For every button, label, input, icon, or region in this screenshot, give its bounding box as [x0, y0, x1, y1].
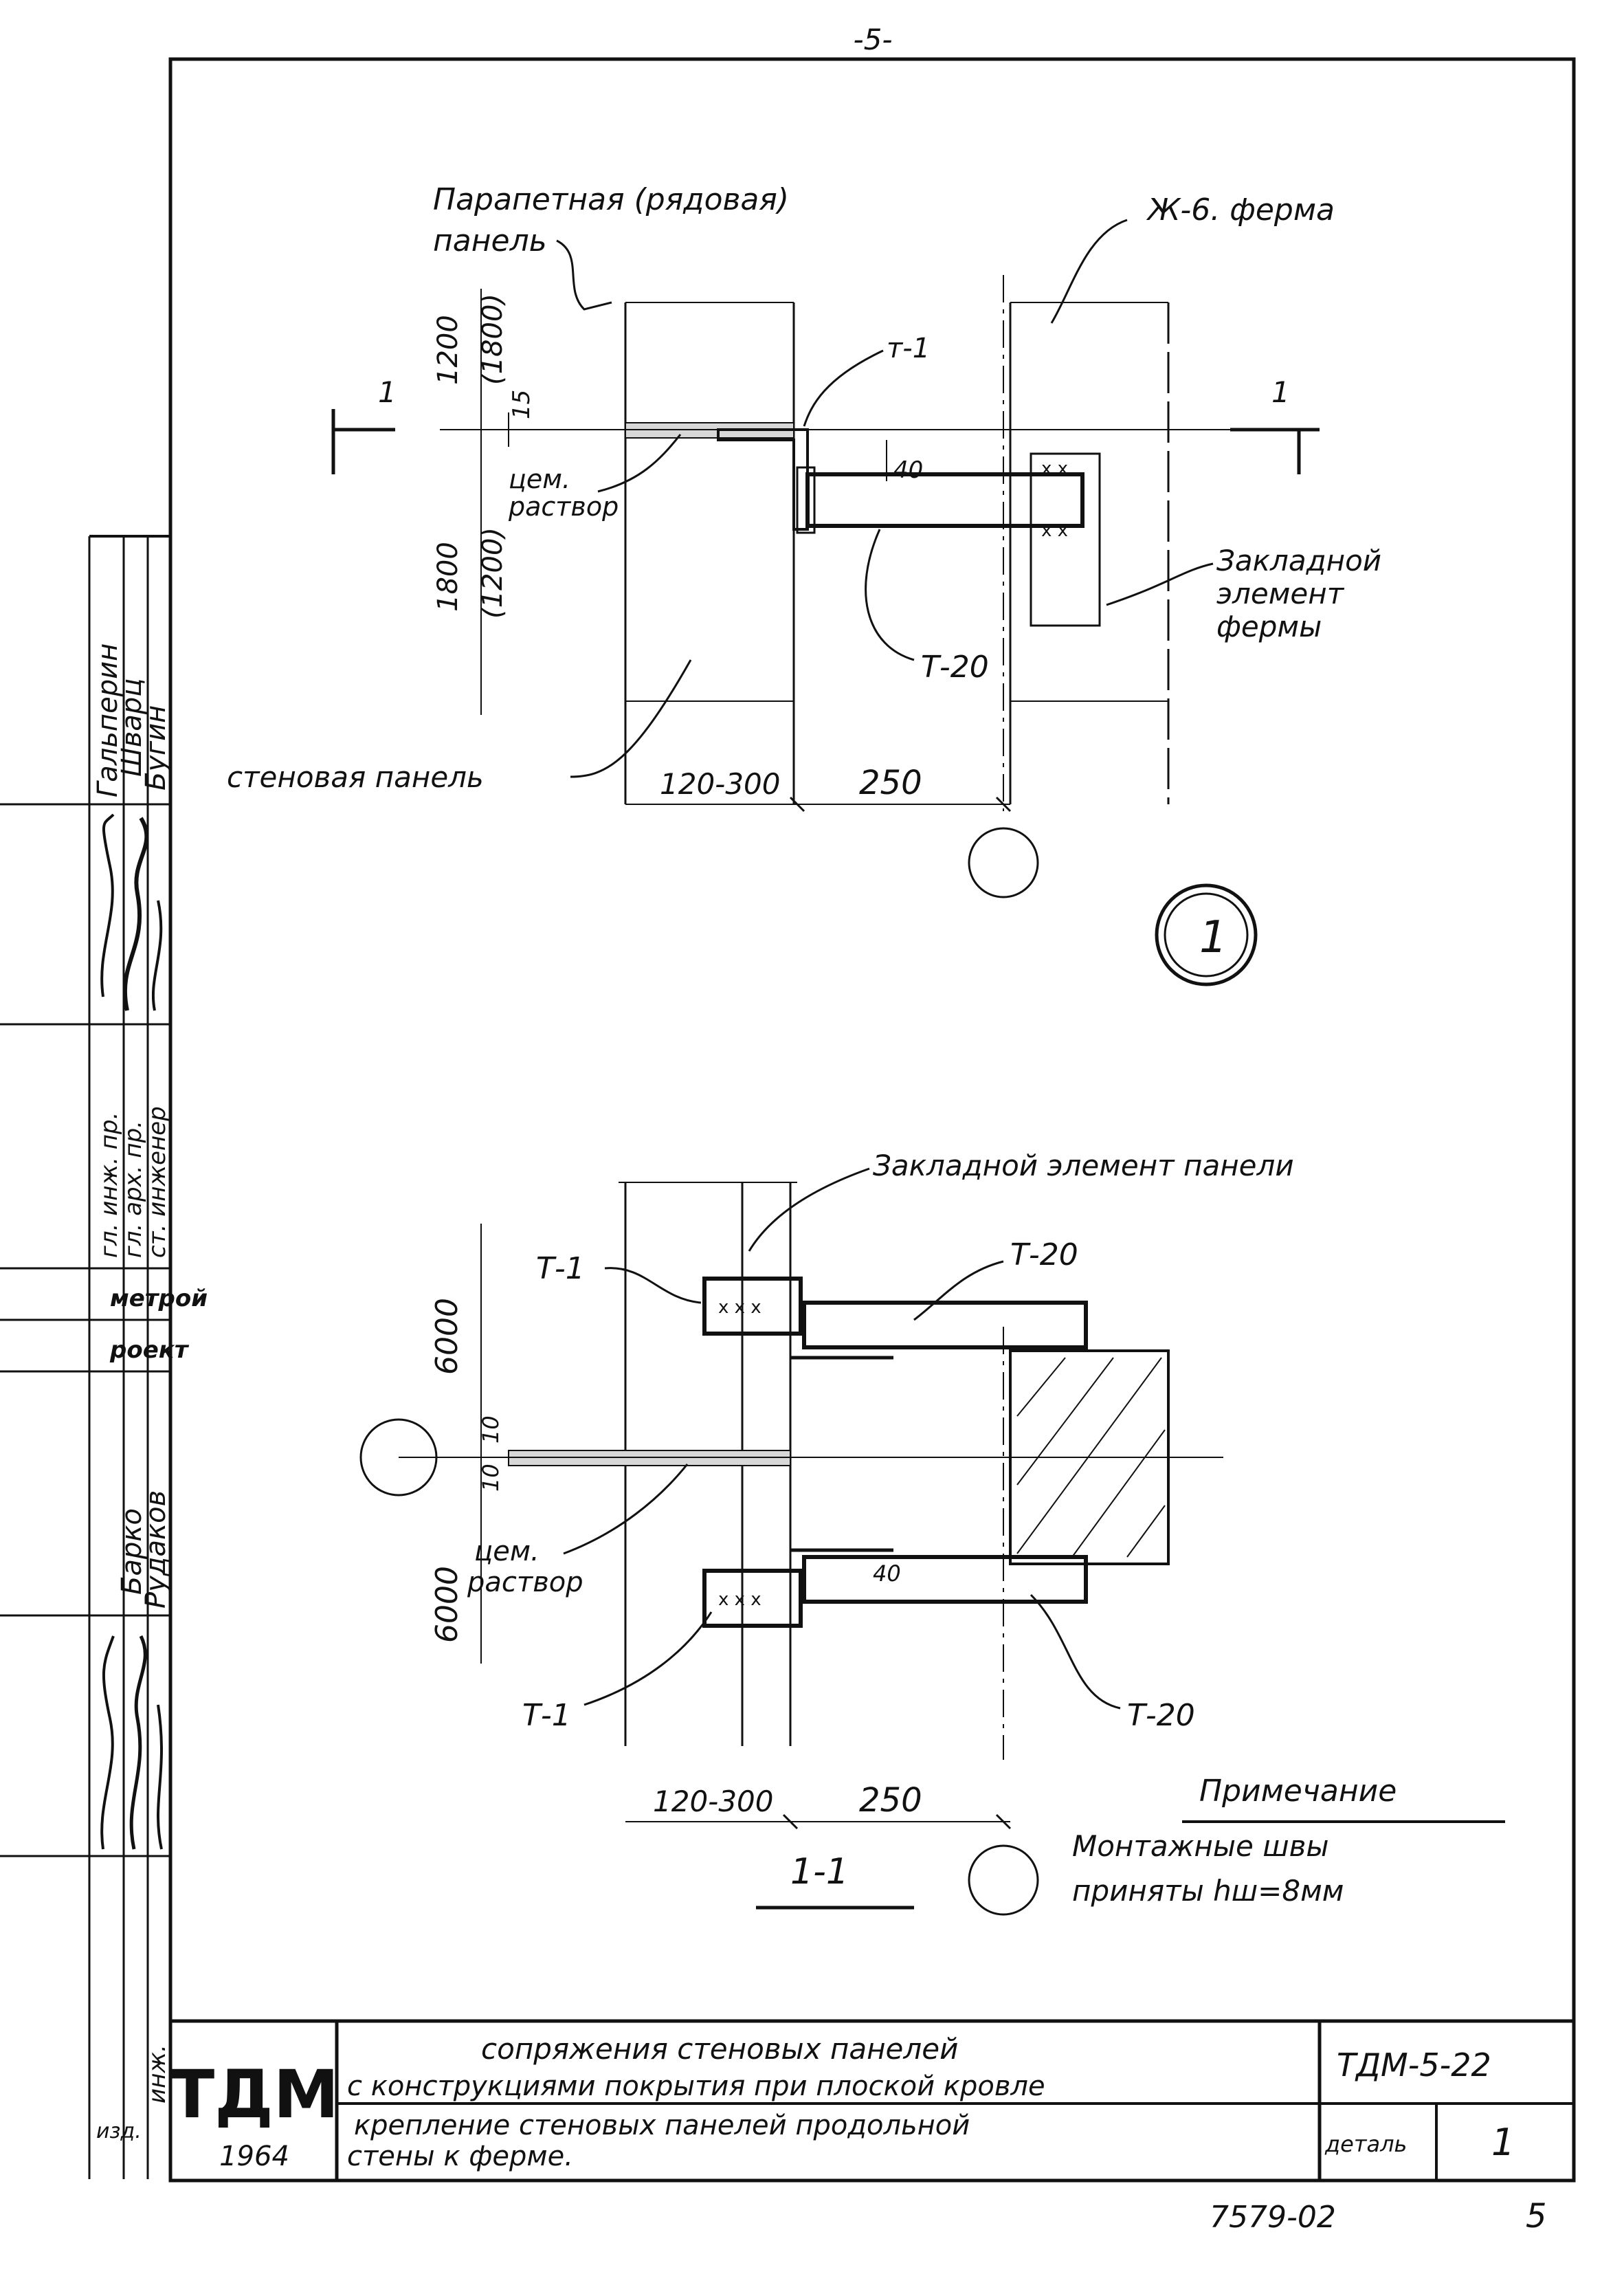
note-line-1: Монтажные швы: [1072, 1829, 1329, 1863]
section-dim-10-top: 10: [478, 1415, 504, 1444]
plan-dim-15: 15: [508, 390, 535, 419]
label-parapet-panel-2: панель: [433, 223, 547, 258]
svg-text:x x x: x x x: [718, 1297, 761, 1318]
note-line-2: приняты hш=8мм: [1072, 1874, 1344, 1908]
plan-axis-marker: [968, 827, 1039, 898]
stamp-name-4: Барко: [116, 1508, 148, 1595]
plan-dim-250: 250: [859, 764, 922, 802]
sheet-frame: [168, 57, 1576, 2183]
plan-dim-1800-alt: (1800): [477, 294, 509, 385]
label-t1: т-1: [887, 333, 930, 364]
label-truss: Ж-6. ферма: [1146, 192, 1335, 228]
label-t1-top: Т-1: [536, 1251, 585, 1286]
page-number-top: -5-: [853, 23, 892, 56]
label-wall-panel: стеновая панель: [227, 760, 484, 794]
label-embedded-truss-3: фермы: [1216, 610, 1322, 643]
sheet-number: 5: [1526, 2197, 1547, 2236]
label-t20-top: Т-20: [1010, 1237, 1078, 1272]
stamp-fragment: изд.: [96, 2119, 142, 2143]
title-line-2: с конструкциями покрытия при плоской кро…: [347, 2071, 1045, 2102]
note-heading: Примечание: [1199, 1774, 1397, 1809]
label-parapet-panel-1: Парапетная (рядовая): [433, 182, 789, 217]
label-embedded-panel: Закладной элемент панели: [873, 1149, 1294, 1182]
stamp-name-1: Гальперин: [92, 643, 124, 797]
label-embedded-truss-1: Закладной: [1216, 544, 1381, 577]
label-cement-section-2: раствор: [467, 1567, 583, 1598]
note-block: Примечание Монтажные швы приняты hш=8мм: [1072, 1774, 1505, 1908]
section-dim-10-bottom: 10: [478, 1464, 504, 1492]
section-view: x x x x x x 6000 10 10 6000 40 120-300 2…: [359, 1149, 1294, 1916]
plan-dim-1200-alt: (1200): [477, 527, 509, 619]
section-title: 1-1: [790, 1851, 849, 1892]
section-axis-marker-bottom: [968, 1844, 1039, 1916]
stamp-name-2: Шварц: [116, 678, 148, 777]
svg-text:x x x: x x x: [718, 1589, 761, 1610]
drawing-code: ТДМ-5-22: [1337, 2046, 1491, 2084]
stamp-org-1: метрой: [110, 1285, 208, 1312]
label-cement-1: цем.: [509, 464, 570, 494]
stamp-role-2: гл. арх. пр.: [120, 1121, 147, 1258]
svg-text:x x: x x: [1041, 459, 1068, 479]
subtitle-line-1: крепление стеновых панелей продольной: [354, 2110, 970, 2141]
signature-3: [151, 900, 163, 1011]
detail-label: деталь: [1324, 2131, 1407, 2157]
section-dim-6000-bottom: 6000: [430, 1566, 465, 1643]
label-t1-bottom: Т-1: [522, 1698, 571, 1733]
detail-number-text: 1: [1199, 912, 1227, 963]
detail-number-outer: [1155, 883, 1258, 986]
plan-dim-1800: 1800: [432, 542, 464, 612]
label-cement-section-1: цем.: [474, 1536, 540, 1567]
plan-dim-1200: 1200: [432, 315, 464, 385]
signature-1: [100, 813, 115, 997]
section-axis-marker-left: [359, 1418, 438, 1497]
section-mark-left: 1: [378, 375, 397, 409]
label-cement-2: раствор: [508, 492, 619, 522]
stamp-role-1: гл. инж. пр.: [96, 1112, 123, 1258]
signature-6: [157, 1704, 163, 1850]
stamp-role-3: ст. инженер: [144, 1106, 171, 1258]
signature-2: [122, 817, 149, 1011]
detail-value: 1: [1491, 2121, 1515, 2164]
section-mark-right: 1: [1271, 375, 1290, 409]
title-block: ТДМ 1964 сопряжения стеновых панелей с к…: [170, 2019, 1574, 2181]
section-dim-120-300: 120-300: [653, 1785, 774, 1818]
detail-number-inner: [1164, 892, 1249, 978]
section-dim-6000-top: 6000: [430, 1298, 465, 1375]
signature-4: [100, 1635, 115, 1850]
logo: ТДМ: [170, 2056, 340, 2133]
section-dim-250: 250: [859, 1781, 922, 1820]
archive-code: 7579-02: [1210, 2200, 1336, 2235]
stamp-name-5: Рудаков: [140, 1490, 172, 1609]
side-stamp: Гальперин Шварц Бугин гл. инж. пр. гл. а…: [0, 535, 208, 2179]
stamp-role-4: инж.: [144, 2044, 171, 2104]
stamp-org-2: роект: [109, 1336, 190, 1364]
plan-dim-40: 40: [893, 456, 923, 484]
signature-5: [129, 1635, 147, 1850]
plan-dim-120-300: 120-300: [660, 767, 781, 801]
year: 1964: [219, 2141, 289, 2172]
label-t20-bottom: Т-20: [1127, 1698, 1195, 1733]
label-t20: Т-20: [921, 650, 989, 685]
section-dim-40: 40: [873, 1560, 901, 1587]
label-embedded-truss-2: элемент: [1216, 577, 1345, 610]
stamp-name-3: Бугин: [140, 705, 172, 791]
svg-text:x x: x x: [1041, 520, 1068, 541]
subtitle-line-2: стены к ферме.: [347, 2141, 573, 2172]
title-line-1: сопряжения стеновых панелей: [481, 2032, 958, 2066]
plan-view: 1 1 x x x x 1200 (1800) 15 40 1800 (1200…: [227, 182, 1381, 986]
